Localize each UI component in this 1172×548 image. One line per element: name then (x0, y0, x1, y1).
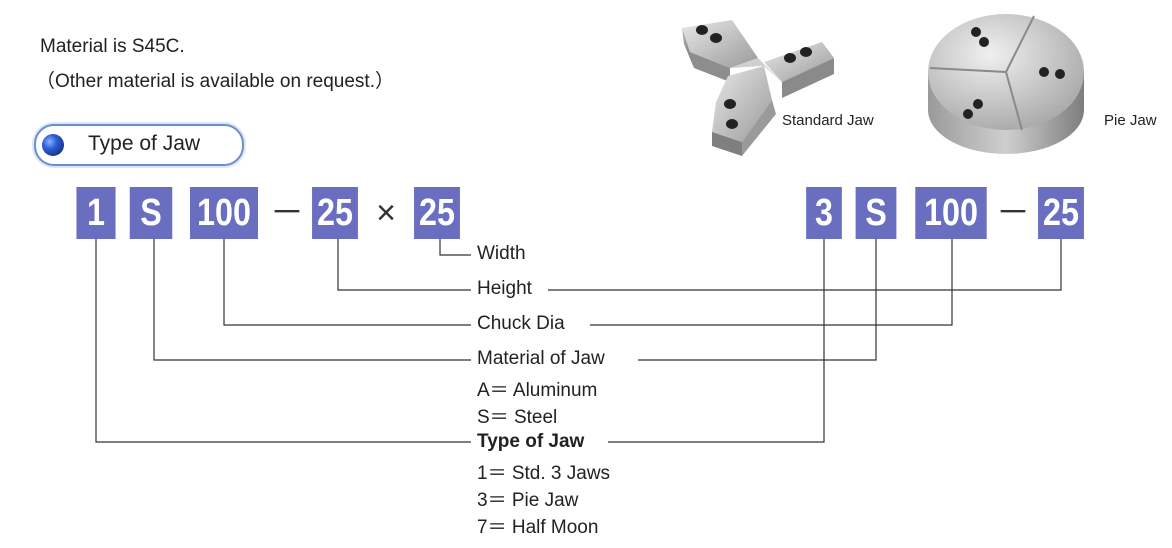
pie-jaw-caption: Pie Jaw (1104, 112, 1157, 129)
sphere-icon (42, 134, 64, 156)
label-chuck-dia: Chuck Dia (477, 313, 565, 334)
material-note: （Other material is available on request.… (36, 71, 394, 92)
code-left-height-box: 25 (312, 187, 358, 239)
label-type-of-jaw: Type of Jaw (477, 431, 585, 452)
material-text: Material is S45C. (40, 36, 185, 57)
label-height: Height (477, 278, 532, 299)
code-left-dia-box: 100 (190, 187, 258, 239)
type-of-jaw-header: Type of Jaw (34, 124, 244, 166)
code-left-width-box: 25 (414, 187, 460, 239)
code-left-type-box: 1 (76, 187, 116, 239)
label-type-7: 7＝ Half Moon (477, 517, 599, 538)
label-width: Width (477, 243, 526, 264)
standard-jaw-caption: Standard Jaw (782, 112, 874, 129)
pie-jaw-image (928, 14, 1084, 154)
code-left-material-box: S (129, 187, 173, 239)
code-right-dash: － (996, 194, 1030, 232)
label-type-3: 3＝ Pie Jaw (477, 490, 579, 511)
code-right-dia-box: 100 (915, 187, 987, 239)
label-type-1: 1＝ Std. 3 Jaws (477, 463, 611, 484)
label-material-a: A＝ Aluminum (477, 380, 598, 401)
label-material-s: S＝ Steel (477, 407, 558, 428)
code-right-height-box: 25 (1038, 187, 1084, 239)
code-right-material-box: S (855, 187, 897, 239)
header-label: Type of Jaw (88, 132, 201, 155)
label-material-of-jaw: Material of Jaw (477, 348, 605, 369)
code-right-type-box: 3 (806, 187, 842, 239)
standard-jaw-image (682, 20, 834, 156)
code-left-times: × (376, 194, 396, 232)
code-left-dash: － (270, 194, 304, 232)
